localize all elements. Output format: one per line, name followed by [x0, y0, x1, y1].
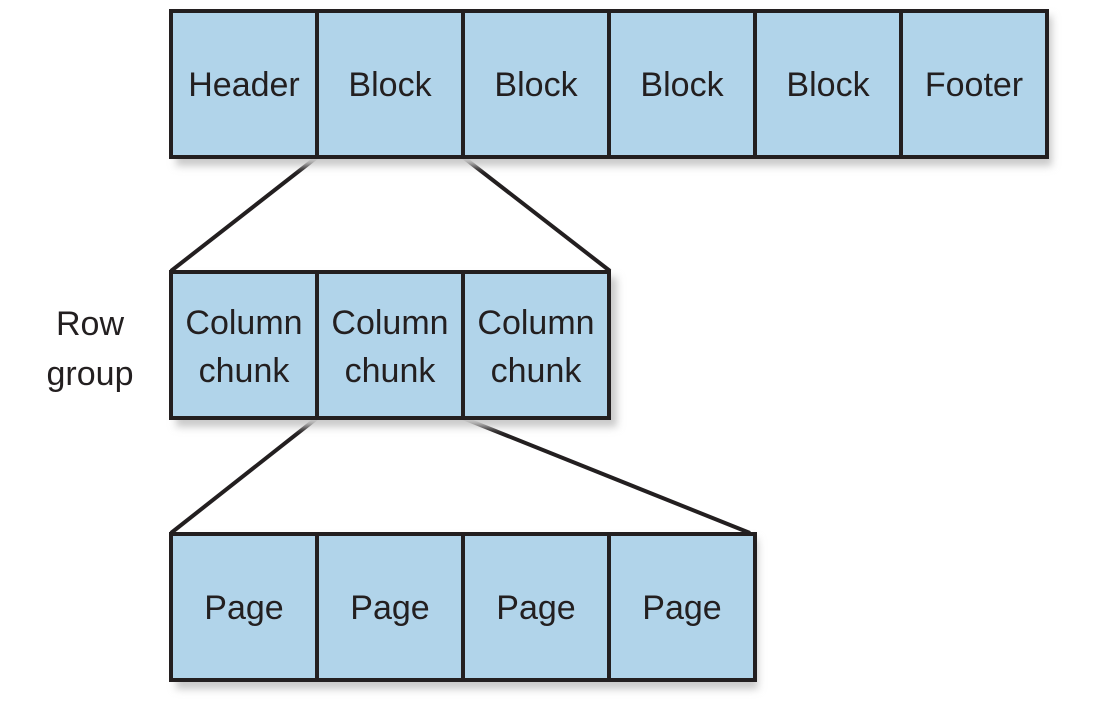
connector-chunk-to-pages-right	[462, 416, 751, 535]
column-chunk-label-line2: chunk	[491, 352, 583, 390]
page-cell	[461, 532, 611, 682]
file-cell-label: Block	[786, 66, 870, 104]
file-cell-block	[753, 9, 903, 159]
row-group-label-line2: group	[47, 355, 134, 393]
page-cell	[169, 532, 319, 682]
file-cell-block	[315, 9, 465, 159]
row-group-label-line1: Row	[56, 305, 124, 343]
page-cell-label: Page	[204, 589, 283, 627]
column-chunk-cell	[315, 270, 465, 420]
file-row: Header Block Block Block Block Footer	[169, 9, 1052, 166]
file-cell-header	[169, 9, 319, 159]
file-cell-label: Block	[348, 66, 432, 104]
page-cell-label: Page	[496, 589, 575, 627]
column-chunk-cell	[169, 270, 319, 420]
connector-block-to-rowgroup-right	[461, 155, 612, 273]
column-chunk-cell	[461, 270, 611, 420]
file-cell-label: Block	[640, 66, 724, 104]
file-cell-block	[607, 9, 757, 159]
page-row: Page Page Page Page	[169, 532, 758, 689]
page-cell-label: Page	[642, 589, 721, 627]
column-chunk-label-line1: Column	[477, 304, 594, 342]
file-cell-label: Block	[494, 66, 578, 104]
file-cell-footer	[899, 9, 1049, 159]
connector-chunk-to-pages-left	[169, 416, 319, 535]
column-chunk-label-line1: Column	[185, 304, 302, 342]
column-chunk-label-line1: Column	[331, 304, 448, 342]
file-cell-label: Header	[188, 66, 300, 104]
row-group: Row group Column chunk Column chunk Column ch…	[47, 270, 617, 427]
file-cell-block	[461, 9, 611, 159]
column-chunk-label-line2: chunk	[199, 352, 291, 390]
page-cell-label: Page	[350, 589, 429, 627]
file-cell-label: Footer	[925, 66, 1023, 104]
connectors	[169, 155, 751, 535]
page-cell	[607, 532, 757, 682]
column-chunk-label-line2: chunk	[345, 352, 437, 390]
connector-block-to-rowgroup-left	[169, 155, 319, 273]
